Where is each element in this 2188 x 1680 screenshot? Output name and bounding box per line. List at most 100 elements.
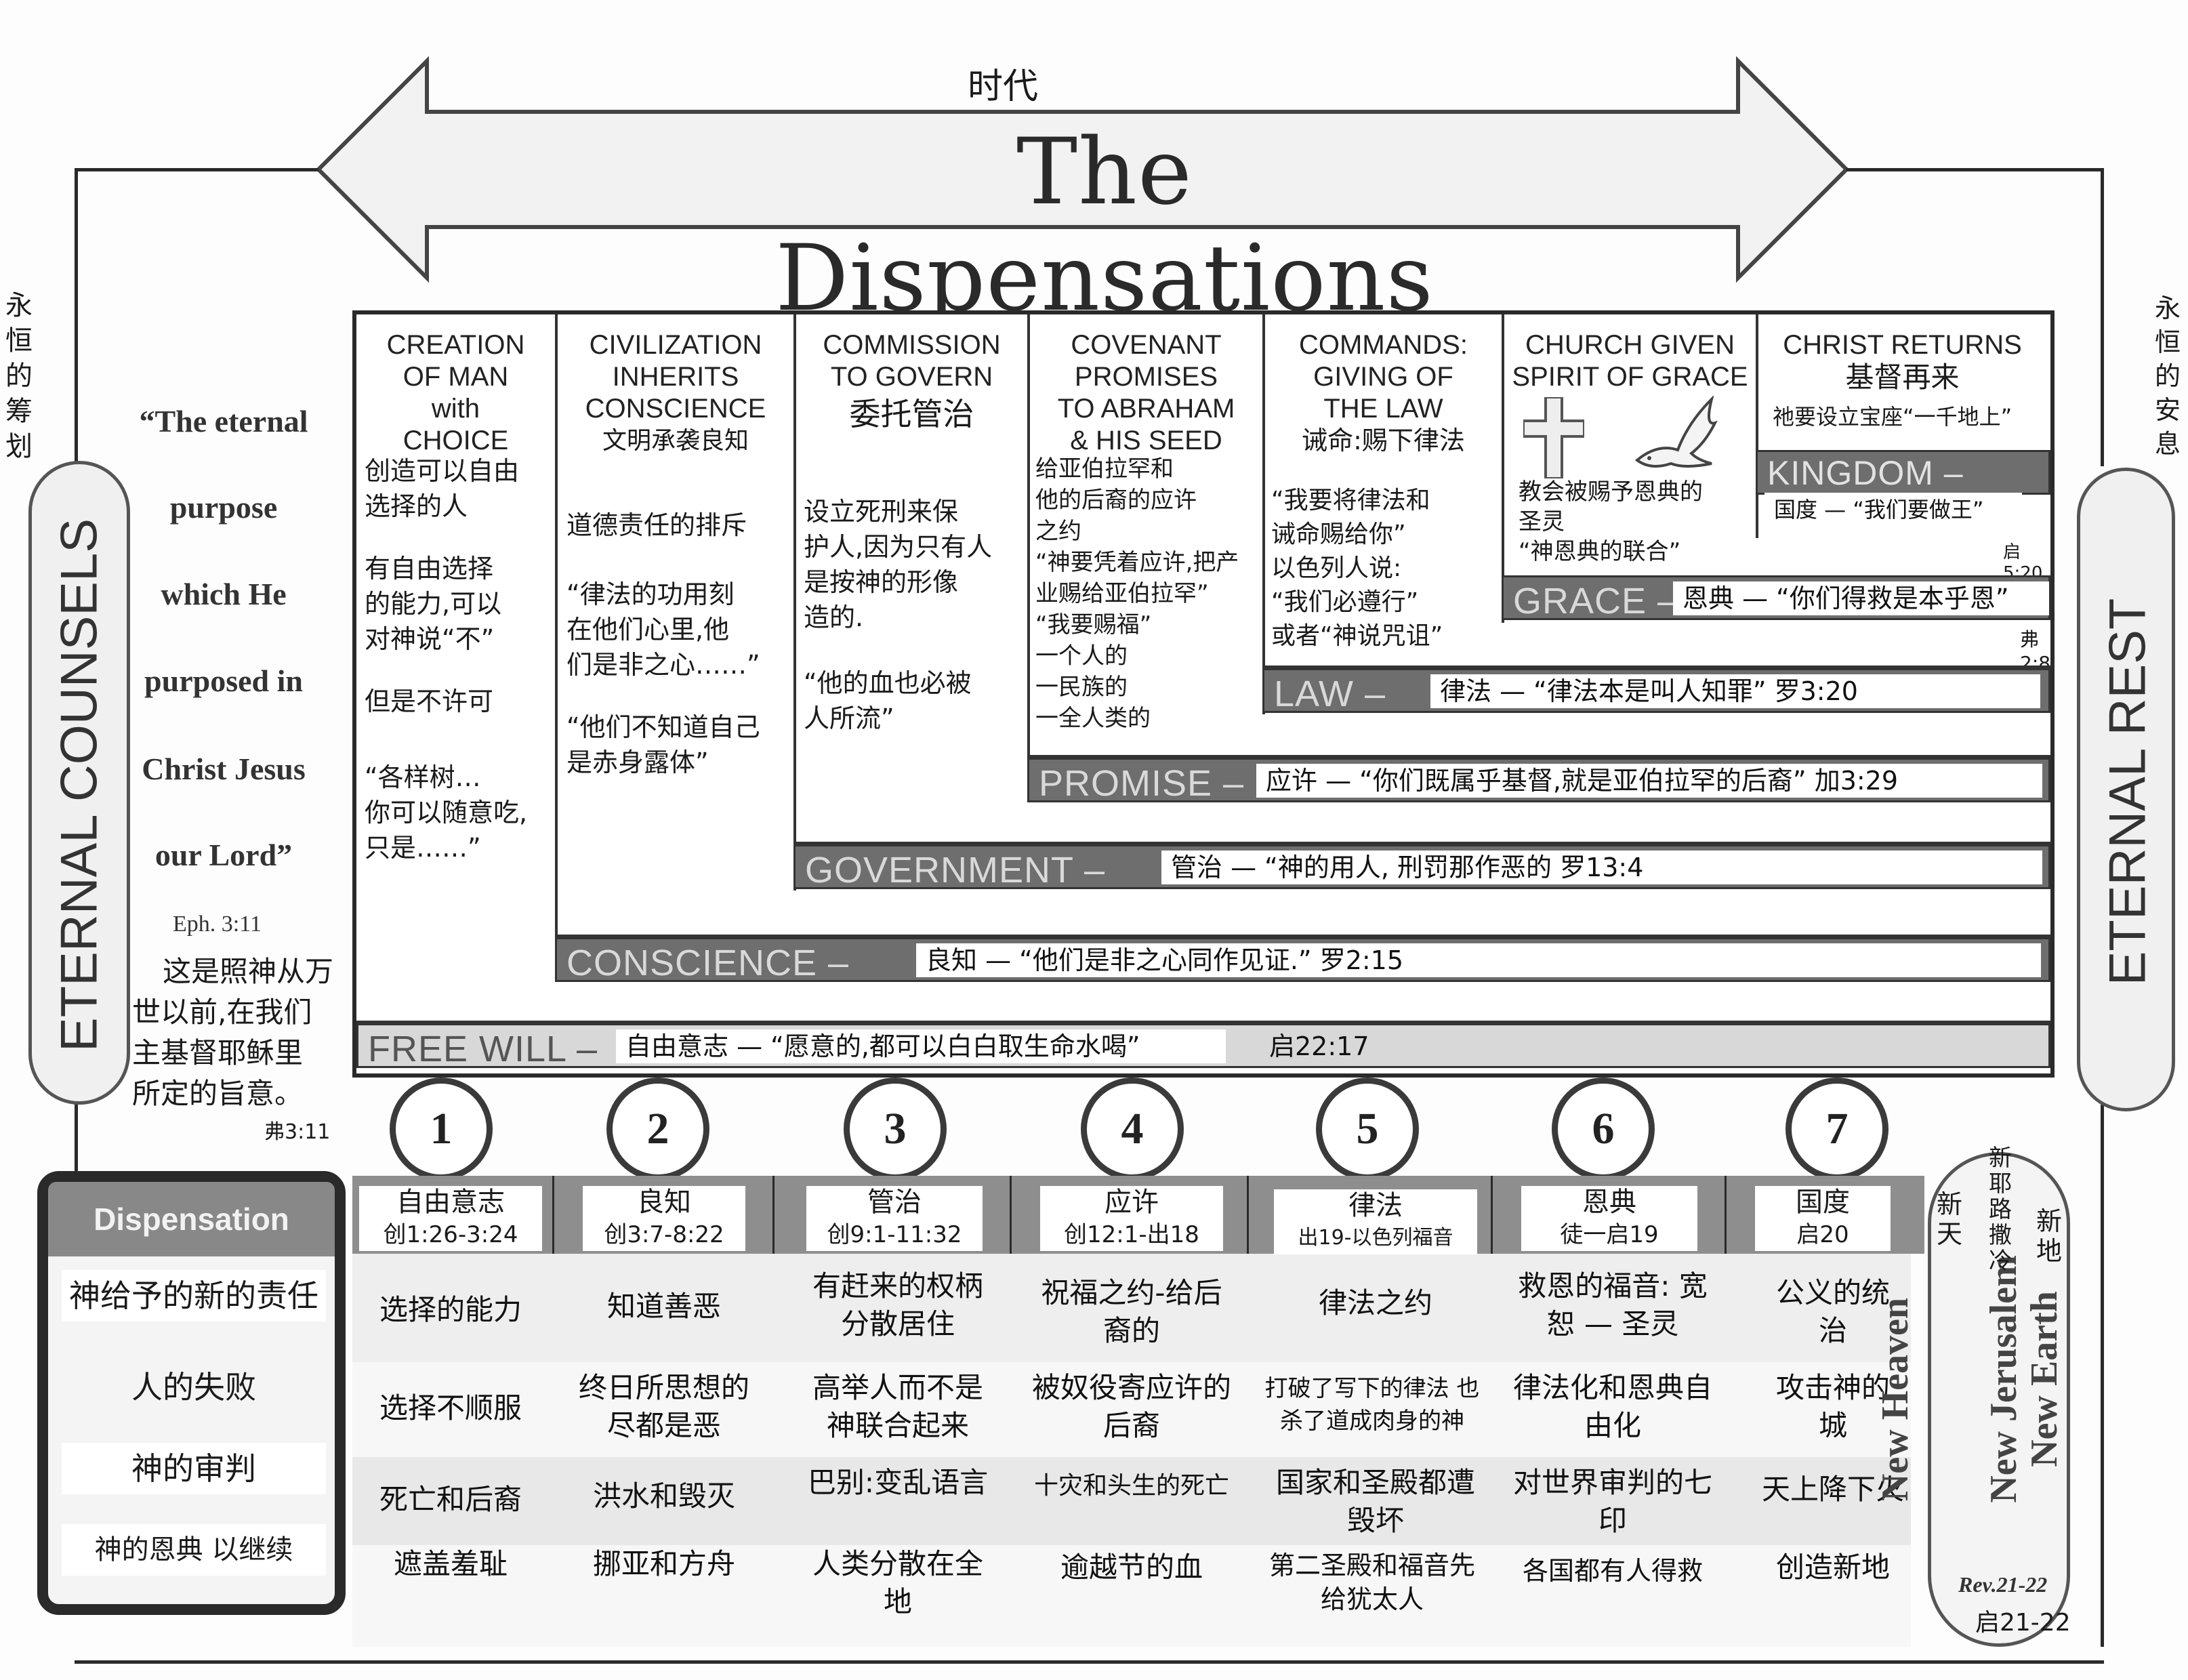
dispensation-number: 2 [606, 1078, 709, 1181]
table-cell: 死亡和后裔 [379, 1483, 522, 1516]
column-notes: “我要将律法和诫命赐给你”以色列人说:“我们必遵行”或者“神说咒诅” [1271, 487, 1443, 650]
quote-note-line: 主基督耶稣里 [132, 1036, 304, 1069]
frame-top-right [1846, 168, 2104, 171]
bar-kingdom: KINGDOM – 国度 — “我们要做王” [1756, 450, 2050, 527]
eternal-rest-label: ETERNAL REST [2099, 598, 2157, 986]
table-cell: 各国都有人得救 [1522, 1556, 1703, 1586]
quote-note-line: 所定的旨意。 [132, 1077, 304, 1110]
column-divider [1262, 314, 1265, 714]
column-heading: CHRIST RETURNS 基督再来 [1783, 330, 2022, 394]
table-heading: 管治创9:1-11:32 [806, 1186, 983, 1251]
table-column-divider [1725, 1176, 1727, 1254]
bar-kingdom-ref: 启5:20 [2003, 542, 2043, 583]
table-cell: 公义的统治 [1775, 1276, 1890, 1347]
new-earth-label: New Earth [2023, 1291, 2065, 1467]
table-cell: 遮盖羞耻 [393, 1547, 508, 1580]
table-cell: 洪水和毁灭 [592, 1479, 735, 1513]
table-cell: 第二圣殿和福音先给犹太人 [1268, 1551, 1475, 1614]
title-note: 时代 [967, 66, 1038, 107]
table-cell: 创造新地 [1775, 1551, 1890, 1584]
frame-left-lower [75, 1098, 78, 1172]
new-heaven-label: New Heaven [1874, 1297, 1916, 1502]
dispensation-number: 1 [390, 1078, 493, 1181]
eternal-counsels-capsule: ETERNAL COUNSELS [28, 461, 130, 1105]
eternal-counsels-label: ETERNAL COUNSELS [50, 518, 108, 1052]
table-heading: 应许创12:1-出18 [1040, 1186, 1223, 1251]
table-heading: 律法出19-以色列福音 [1274, 1189, 1477, 1254]
table-cell: 国家和圣殿都遭毁坏 [1275, 1466, 1475, 1537]
table-heading: 良知创3:7-8:22 [583, 1186, 745, 1251]
column-notes: 道德责任的排斥 “律法的功用刻在他们心里,他们是非之心……” “他们不知道自己是… [566, 510, 760, 777]
table-cell: 人类分散在全地 [812, 1547, 983, 1618]
column-notes: 祂要设立宝座“一千地上” [1773, 404, 2012, 430]
row-divider [555, 935, 2050, 937]
row-divider [793, 842, 2050, 844]
table-cell: 攻击神的城 [1775, 1371, 1890, 1442]
quote-line: our Lord” [154, 838, 293, 872]
frame-bottom [75, 1660, 2104, 1664]
column-divider [1756, 314, 1758, 538]
frame-left [75, 168, 78, 487]
bar-law: LAW – 律法 — “律法本是叫人知罪” 罗3:20 [1262, 668, 2050, 714]
row-divider [1027, 755, 2050, 758]
column-divider [1502, 314, 1504, 623]
new-earth-note: 新地 [2036, 1206, 2063, 1266]
table-cell: 挪亚和方舟 [592, 1547, 735, 1580]
new-world-ref: Rev.21-22 [1958, 1572, 2048, 1597]
column-notes: 设立死刑来保护人,因为只有人是按神的形像造的. “他的血也必被人所流” [804, 497, 993, 733]
table-cell: 天上降下火 [1762, 1473, 1905, 1506]
frame-right [2101, 168, 2104, 466]
table-band [352, 1254, 1911, 1362]
table-cell: 选择的能力 [379, 1293, 522, 1326]
eternal-counsels-note: 永恒的筹划 [5, 290, 33, 462]
cross-icon [1522, 396, 1586, 480]
bar-conscience: CONSCIENCE – 良知 — “他们是非之心同作见证.” 罗2:15 [555, 937, 2050, 983]
table-cell: 对世界审判的七印 [1512, 1466, 1712, 1537]
table-band [352, 1457, 1911, 1545]
table-cell: 十灾和头生的死亡 [1033, 1472, 1229, 1500]
quote-note-ref: 弗3:11 [264, 1120, 331, 1144]
column-notes: 创造可以自由选择的人 有自由选择的能力,可以对神说“不” 但是不许可 “各样树…… [365, 456, 528, 863]
bar-government: GOVERNMENT – 管治 — “神的用人, 刑罚那作恶的 罗13:4 [793, 844, 2050, 890]
table-cell: 律法之约 [1318, 1286, 1432, 1319]
quote-note-line: 这是照神从万 [163, 955, 334, 988]
row-divider [1262, 665, 2050, 668]
new-heaven-note: 新天 [1937, 1189, 1963, 1249]
row-label: 神的审判 [62, 1443, 326, 1494]
dispensation-number: 5 [1316, 1078, 1419, 1181]
new-heaven-capsule: New Heaven New Jerusalem New Earth Rev.2… [1874, 1152, 2070, 1647]
page-title: The Dispensations [775, 119, 1434, 331]
quote-line: Christ Jesus [142, 752, 306, 786]
table-cell: 逾越节的血 [1060, 1551, 1203, 1584]
quote-line: purposed in [144, 663, 303, 698]
eternal-rest-note: 永恒的安息 [2155, 293, 2181, 459]
table-band [352, 1545, 1911, 1647]
dispensation-number: 7 [1786, 1078, 1888, 1181]
table-cell: 巴别:变乱语言 [807, 1466, 989, 1499]
column-notes: 教会被赐予恩典的圣灵“神恩典的联合” [1519, 478, 1703, 565]
quote-line: which He [161, 577, 287, 611]
table-cell: 打破了写下的律法 也杀了道成肉身的神 [1264, 1375, 1480, 1435]
table-band [352, 1362, 1911, 1457]
table-cell: 知道善恶 [606, 1290, 721, 1323]
bar-grace: GRACE – 恩典 — “你们得救是本乎恩” [1502, 575, 2050, 621]
table-cell: 选择不顺服 [379, 1391, 522, 1425]
quote-line: purpose [169, 490, 278, 525]
table-cell: 终日所思想的尽都是恶 [578, 1371, 749, 1442]
dove-icon [1630, 394, 1732, 477]
table-cell: 救恩的福音: 宽恕 — 圣灵 [1518, 1269, 1708, 1340]
table-cell: 祝福之约-给后裔的 [1041, 1276, 1222, 1347]
column-notes: 给亚伯拉罕和他的后裔的应许之约 “神要凭着应许,把产业赐给亚伯拉罕” “我要赐福… [1035, 455, 1239, 732]
table-cell: 高举人而不是神联合起来 [812, 1371, 983, 1442]
frame-top-left [75, 168, 318, 171]
frame-right-lower [2101, 1105, 2104, 1647]
new-world-ref-note: 启21-22 [1975, 1609, 2071, 1637]
row-divider [356, 1021, 2050, 1023]
table-column-divider [1247, 1176, 1249, 1254]
table-heading: 自由意志创1:26-3:24 [359, 1186, 542, 1251]
